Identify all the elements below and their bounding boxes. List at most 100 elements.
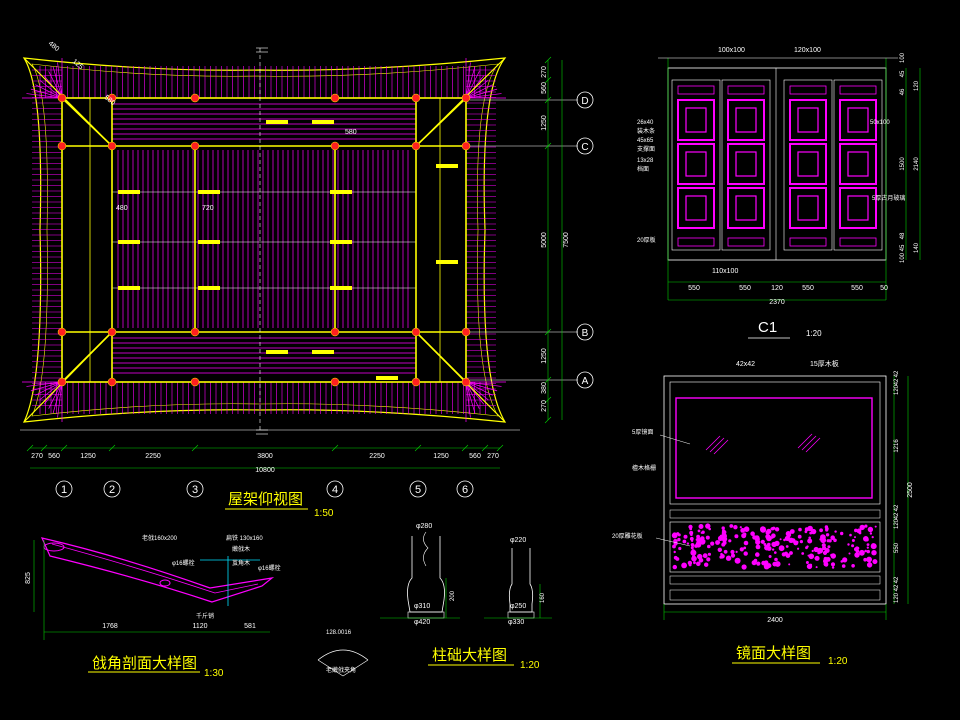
carving-dot: [725, 555, 732, 561]
carving-dot: [809, 563, 813, 567]
column: [190, 327, 200, 337]
fan-rafter: [52, 381, 63, 414]
corner-section-drawing[interactable]: 老戗160x200 扁铁 130x160 嫩戗木 φ16螺栓 茧角木 φ16螺栓…: [25, 534, 281, 679]
angle-leg-1: [317, 659, 344, 677]
c1-dim-1: 550: [739, 285, 751, 292]
carving-dot: [788, 563, 791, 566]
carving-dot: [690, 539, 694, 542]
tick: [26, 444, 34, 452]
c1-rdim-0: 45: [900, 70, 906, 77]
fan-rafter: [465, 381, 471, 418]
mirror-inner: [669, 381, 881, 505]
purlin-block: [312, 120, 334, 124]
fan-rafter: [39, 79, 63, 99]
purlin-block: [118, 190, 140, 194]
carving-dot: [681, 562, 687, 569]
carving-dot: [743, 526, 750, 532]
carving-dot: [854, 552, 860, 558]
fan-rafter: [465, 381, 489, 401]
carving-dot: [867, 526, 874, 533]
angle-arc: [317, 649, 369, 661]
carving-dot: [808, 536, 811, 540]
tick: [496, 444, 504, 452]
leaf-bottom-panel: [839, 237, 877, 247]
carving-dot: [689, 536, 694, 541]
dim-b-8: 270: [487, 453, 499, 460]
carving-dot: [756, 561, 761, 566]
fan-rafter: [26, 93, 63, 99]
carving-dot: [785, 553, 791, 558]
c1-rextra-0: 120: [914, 80, 920, 91]
angle-detail-drawing[interactable]: 128.0016 老嫩戗夹角: [317, 630, 369, 677]
column: [461, 141, 471, 151]
carving-dot: [678, 546, 682, 551]
carving-dot: [766, 535, 772, 542]
column: [330, 377, 340, 387]
carving-dot: [705, 523, 711, 529]
carving-dot: [866, 546, 869, 549]
axis-y-A: A: [582, 376, 589, 387]
c1-note-0: 26x40: [637, 120, 654, 126]
carving-dot: [825, 528, 829, 532]
mirror-dim-lines: [663, 376, 909, 620]
lattice-cell: [839, 143, 877, 185]
c1-note-board: 20厚板: [637, 236, 656, 244]
base-a-top: φ280: [416, 523, 432, 530]
carving-dot: [866, 549, 870, 554]
mirror-leader-0: [659, 434, 691, 445]
mirror-detail-drawing[interactable]: 42x42 15厚木板 5厚镜面 檀木格栅 20厚雕花板 2400 424212…: [612, 359, 914, 667]
axis-x-3: 3: [192, 484, 198, 496]
carving-dot: [798, 527, 802, 532]
c1-scale: 1:20: [806, 329, 822, 338]
mirror-rdim-4: 42: [894, 504, 900, 511]
mirror-frame: [663, 375, 887, 605]
carving-dot: [807, 538, 813, 544]
c1-note-3: 支撑面: [637, 145, 655, 153]
carving-dot: [771, 548, 775, 551]
fan-rafter: [465, 88, 498, 99]
column: [57, 141, 67, 151]
fan-rafter: [35, 381, 63, 396]
carving-dot: [721, 526, 725, 530]
carving-dot: [743, 551, 748, 556]
base-b-top: φ220: [510, 537, 526, 544]
lattice-cell: [789, 143, 827, 185]
purlin-block: [376, 376, 398, 380]
carving-dot: [825, 557, 831, 562]
purlin-block: [266, 120, 288, 124]
c1-note-1: 装木条: [637, 127, 655, 135]
carving-dot: [851, 564, 855, 568]
c1-rextra-1: 140: [914, 242, 920, 253]
column-base-drawing[interactable]: φ280 φ310 φ420 200 φ220 φ250 φ330 160 柱础…: [380, 523, 552, 671]
carving-dot: [872, 559, 878, 565]
tick: [544, 416, 552, 424]
door-leaf: [783, 79, 833, 251]
carving-dot: [799, 540, 804, 544]
axis-x-4: 4: [332, 484, 338, 496]
c1-rdim-2: 46: [900, 88, 906, 95]
carving-dot: [863, 557, 867, 562]
dim-r-6: 270: [541, 400, 548, 412]
mirror-title: 镜面大样图: [736, 644, 811, 662]
roof-plan-drawing[interactable]: 1 2 3 4 5 6 D C B A 270 560 1250 2250 38…: [20, 40, 594, 519]
door-leaf: [721, 79, 771, 251]
purlin-block: [436, 260, 458, 264]
fan-rafter: [465, 381, 476, 414]
lattice-cell: [789, 99, 827, 141]
carving-dot: [705, 535, 710, 540]
carving-dot: [729, 524, 734, 528]
carving-dot: [805, 546, 808, 550]
mirror-scale: 1:20: [828, 656, 848, 667]
carving-dot: [696, 561, 701, 567]
corner-beam: [40, 537, 275, 603]
purlin-block: [118, 240, 140, 244]
roof-plan-title: 屋架仰视图: [228, 491, 303, 508]
carving-dot: [854, 536, 856, 539]
carving-dot: [688, 563, 692, 567]
panel-c1-drawing[interactable]: 100x100 120x100 26x40 装木条 45x65 支撑面 13x2…: [637, 47, 921, 339]
dim-r-total: 7500: [563, 232, 570, 248]
carving-dot: [730, 549, 735, 555]
carving-dot: [755, 552, 760, 557]
fan-rafter: [465, 381, 498, 392]
